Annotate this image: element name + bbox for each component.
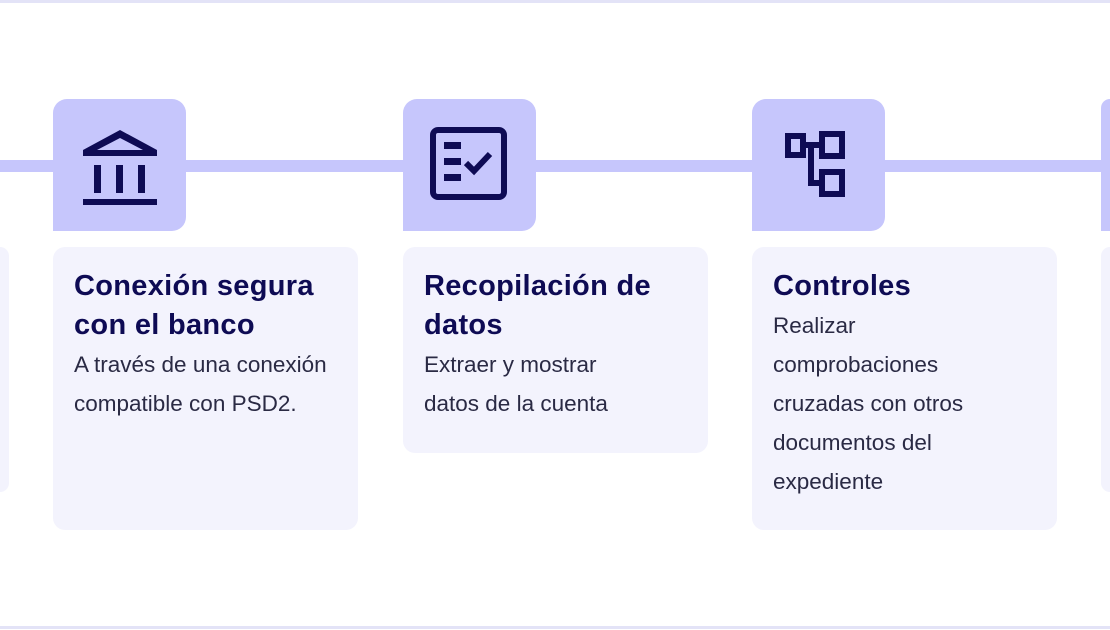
- step-card: Recopilación de datos Extraer y mostrar …: [403, 247, 708, 453]
- step-title: Controles: [773, 270, 912, 302]
- step-card: Controles Realizar comprobaciones cruzad…: [752, 247, 1057, 530]
- step-icon-box: [53, 99, 186, 231]
- step-title: Conexión segura con el banco: [74, 270, 314, 341]
- bottom-divider: [0, 626, 1110, 629]
- step-title: Recopilación de datos: [424, 270, 651, 341]
- step-icon-box: [752, 99, 885, 231]
- hierarchy-icon: [784, 131, 845, 197]
- step-description: Realizar comprobaciones cruzadas con otr…: [773, 313, 964, 494]
- next-step-card: [1101, 247, 1110, 492]
- step-description: A través de una conexión compatible con …: [74, 352, 327, 416]
- checklist-icon: [429, 127, 507, 200]
- bank-icon: [82, 130, 157, 205]
- step-icon-box: [403, 99, 536, 231]
- step-description: Extraer y mostrar datos de la cuenta: [424, 352, 608, 416]
- top-divider: [0, 0, 1110, 3]
- next-step-icon-box: [1101, 99, 1110, 231]
- previous-step-card: [0, 247, 9, 492]
- step-card: Conexión segura con el banco A través de…: [53, 247, 358, 530]
